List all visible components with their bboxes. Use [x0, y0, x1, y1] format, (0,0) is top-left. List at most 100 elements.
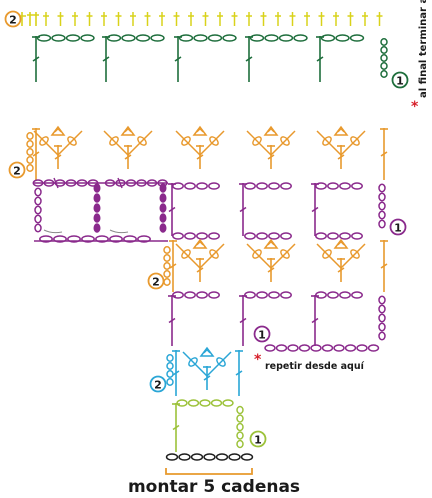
chain-stitch	[135, 34, 151, 42]
chain-stitch	[36, 34, 52, 42]
chain-stitch	[378, 192, 386, 202]
chain-stitch	[39, 235, 53, 243]
chain-stitch	[166, 354, 174, 362]
chain-stitch	[215, 453, 229, 461]
filled-chain-stitch	[93, 213, 101, 223]
chain-stitch	[351, 232, 363, 240]
finish-note: al final terminar así	[417, 0, 429, 98]
chain-stitch	[208, 182, 220, 190]
chain-stitch	[163, 278, 171, 286]
filled-chain-stitch	[93, 193, 101, 203]
chain-stitch	[34, 196, 42, 206]
chain-stitch	[163, 270, 171, 278]
repeat-asterisk: *	[254, 352, 262, 368]
chain-stitch	[298, 344, 311, 352]
chain-stitch	[315, 291, 327, 299]
chain-stitch	[137, 136, 147, 146]
dc-bar	[196, 154, 204, 160]
chain-stitch	[244, 291, 256, 299]
row-marker-bottom-2: 2	[149, 375, 167, 393]
chain-stitch	[163, 262, 171, 270]
chain-stitch	[109, 235, 123, 243]
chain-stitch	[178, 453, 191, 461]
chain-stitch	[264, 344, 276, 352]
chain-stitch	[380, 38, 388, 46]
chain-stitch	[335, 34, 350, 42]
chain-stitch	[184, 232, 196, 240]
chain-stitch	[236, 405, 244, 415]
chain-stitch	[280, 249, 290, 259]
dc-bar	[172, 370, 180, 376]
chain-stitch	[378, 210, 386, 220]
dc-bar	[169, 263, 177, 269]
dc-bar	[311, 206, 319, 213]
finish-asterisk: *	[411, 99, 419, 115]
chain-stitch	[34, 214, 42, 224]
dc-bar	[267, 154, 275, 160]
chain-stitch	[350, 136, 360, 146]
chain-stitch	[51, 34, 66, 42]
chain-stitch	[275, 344, 288, 352]
chain-stitch	[252, 136, 262, 146]
dc-bar	[380, 151, 388, 157]
row-marker-mid-2: 2	[8, 161, 26, 179]
chain-stitch	[350, 249, 360, 259]
chain-stitch	[351, 182, 363, 190]
filled-chain-stitch	[159, 223, 167, 233]
blue-shell-row	[166, 346, 243, 396]
chain-stitch	[26, 148, 34, 156]
chain-stitch	[240, 453, 254, 461]
chain-stitch	[268, 182, 280, 190]
picot-inner	[196, 241, 204, 246]
filled-chain-stitch	[93, 223, 101, 233]
dc-bar	[32, 151, 40, 157]
chain-stitch	[121, 34, 136, 42]
chain-stitch	[252, 249, 262, 259]
chain-stitch	[244, 232, 256, 240]
picot-inner	[203, 349, 211, 354]
foundation-chain	[165, 453, 254, 461]
chain-stitch	[280, 232, 292, 240]
chain-stitch	[378, 183, 386, 193]
chain-stitch	[123, 235, 137, 243]
chain-stitch	[349, 34, 365, 42]
svg-text:1: 1	[254, 434, 262, 447]
chain-stitch	[178, 34, 194, 42]
chain-stitch	[339, 182, 351, 190]
chain-stitch	[193, 34, 208, 42]
chain-stitch	[310, 344, 322, 352]
chain-stitch	[216, 357, 226, 367]
chain-stitch	[327, 291, 339, 299]
chain-stitch	[321, 344, 334, 352]
svg-text:2: 2	[152, 276, 160, 289]
dc-bar	[32, 56, 40, 62]
filled-chain-stitch	[159, 213, 167, 223]
row-marker-lower-1: 1	[253, 325, 271, 343]
chain-stitch	[26, 164, 34, 172]
chain-stitch	[256, 182, 268, 190]
dc-bar	[316, 56, 324, 62]
svg-text:2: 2	[154, 379, 162, 392]
chain-stitch	[228, 453, 241, 461]
dc-bar	[235, 370, 243, 376]
row-marker-bottom-1: 1	[249, 430, 267, 448]
chain-stitch	[53, 235, 67, 243]
chain-stitch	[380, 62, 388, 70]
chain-stitch	[322, 136, 332, 146]
chain-stitch	[39, 136, 49, 146]
chain-stitch	[378, 201, 386, 211]
chain-stitch	[327, 182, 339, 190]
svg-text:1: 1	[396, 75, 404, 88]
chain-stitch	[244, 182, 256, 190]
chain-stitch	[351, 291, 363, 299]
purple-mesh-row-lower	[168, 291, 386, 352]
dc-bar	[311, 317, 319, 324]
chain-stitch	[95, 235, 109, 243]
picot	[263, 238, 279, 249]
chain-stitch	[236, 414, 244, 423]
chain-stitch	[166, 370, 174, 378]
chain-stitch	[172, 291, 184, 299]
chain-stitch	[196, 182, 208, 190]
dc-bar	[174, 56, 182, 62]
chain-stitch	[163, 254, 171, 262]
